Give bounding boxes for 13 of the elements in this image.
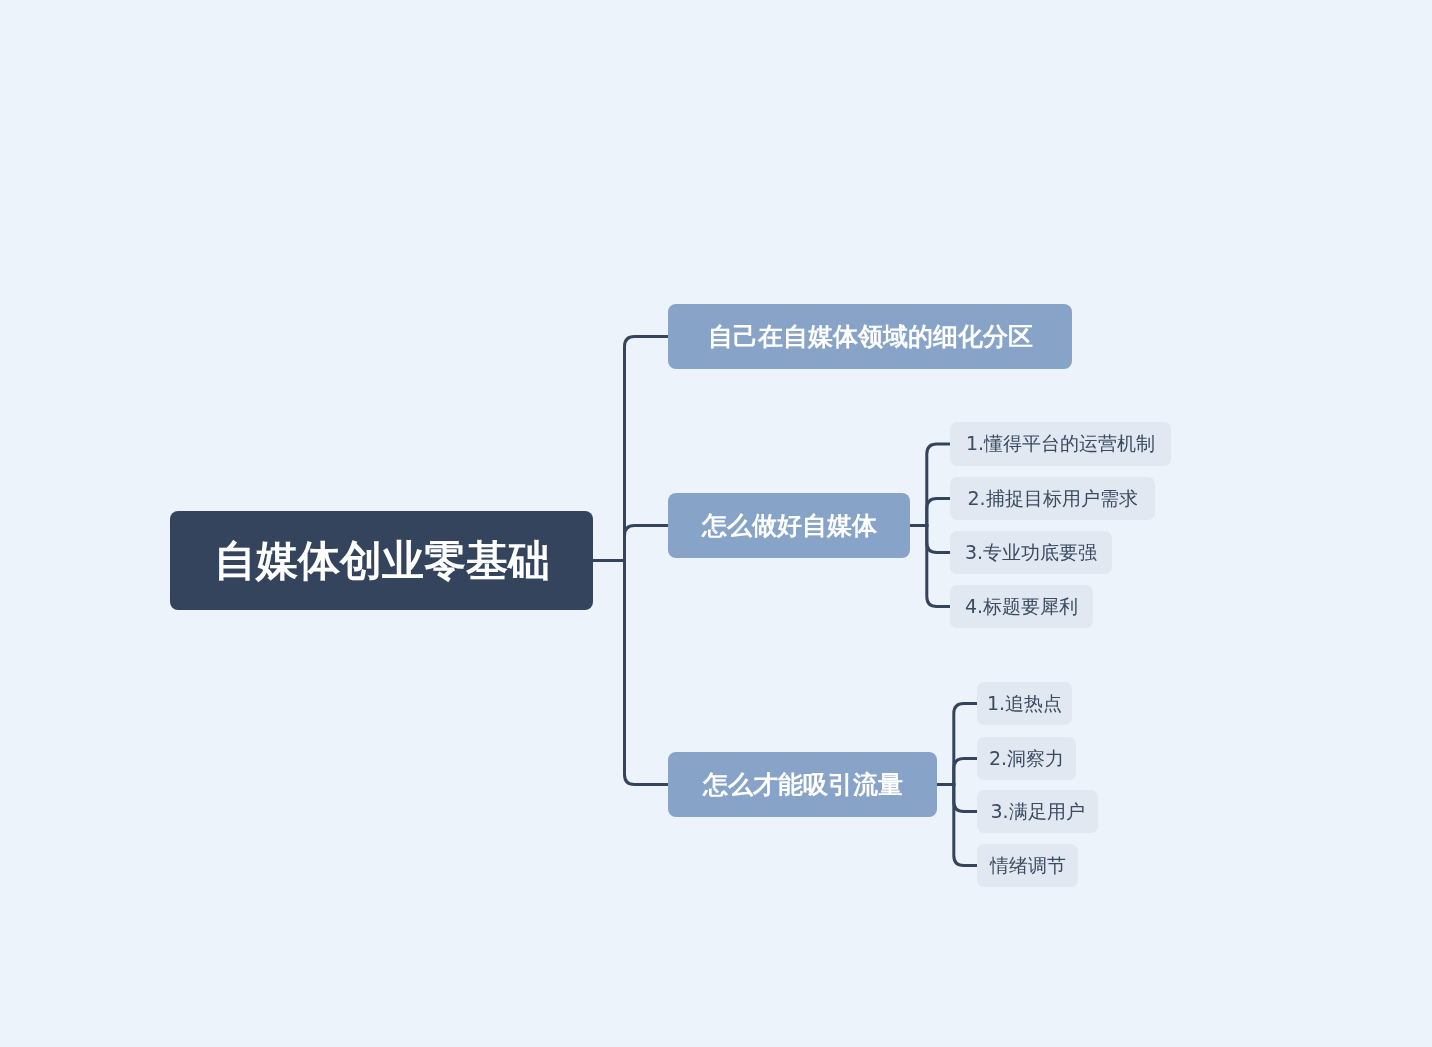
topic-box: 自己在自媒体领域的细化分区 <box>668 304 1072 369</box>
subtopic-box: 2.捕捉目标用户需求 <box>950 477 1155 520</box>
subtopic-box: 1.追热点 <box>977 682 1072 725</box>
subtopic-box: 2.洞察力 <box>977 737 1076 780</box>
subtopic-box: 3.满足用户 <box>977 790 1098 833</box>
topic-box: 怎么才能吸引流量 <box>668 752 937 817</box>
subtopic-box: 4.标题要犀利 <box>950 585 1093 628</box>
root-topic-box: 自媒体创业零基础 <box>170 511 593 610</box>
subtopic-box: 1.懂得平台的运营机制 <box>950 422 1171 466</box>
subtopic-box: 3.专业功底要强 <box>950 531 1112 574</box>
connector-line <box>593 559 668 786</box>
subtopic-box: 情绪调节 <box>977 844 1078 887</box>
topic-box: 怎么做好自媒体 <box>668 493 910 558</box>
